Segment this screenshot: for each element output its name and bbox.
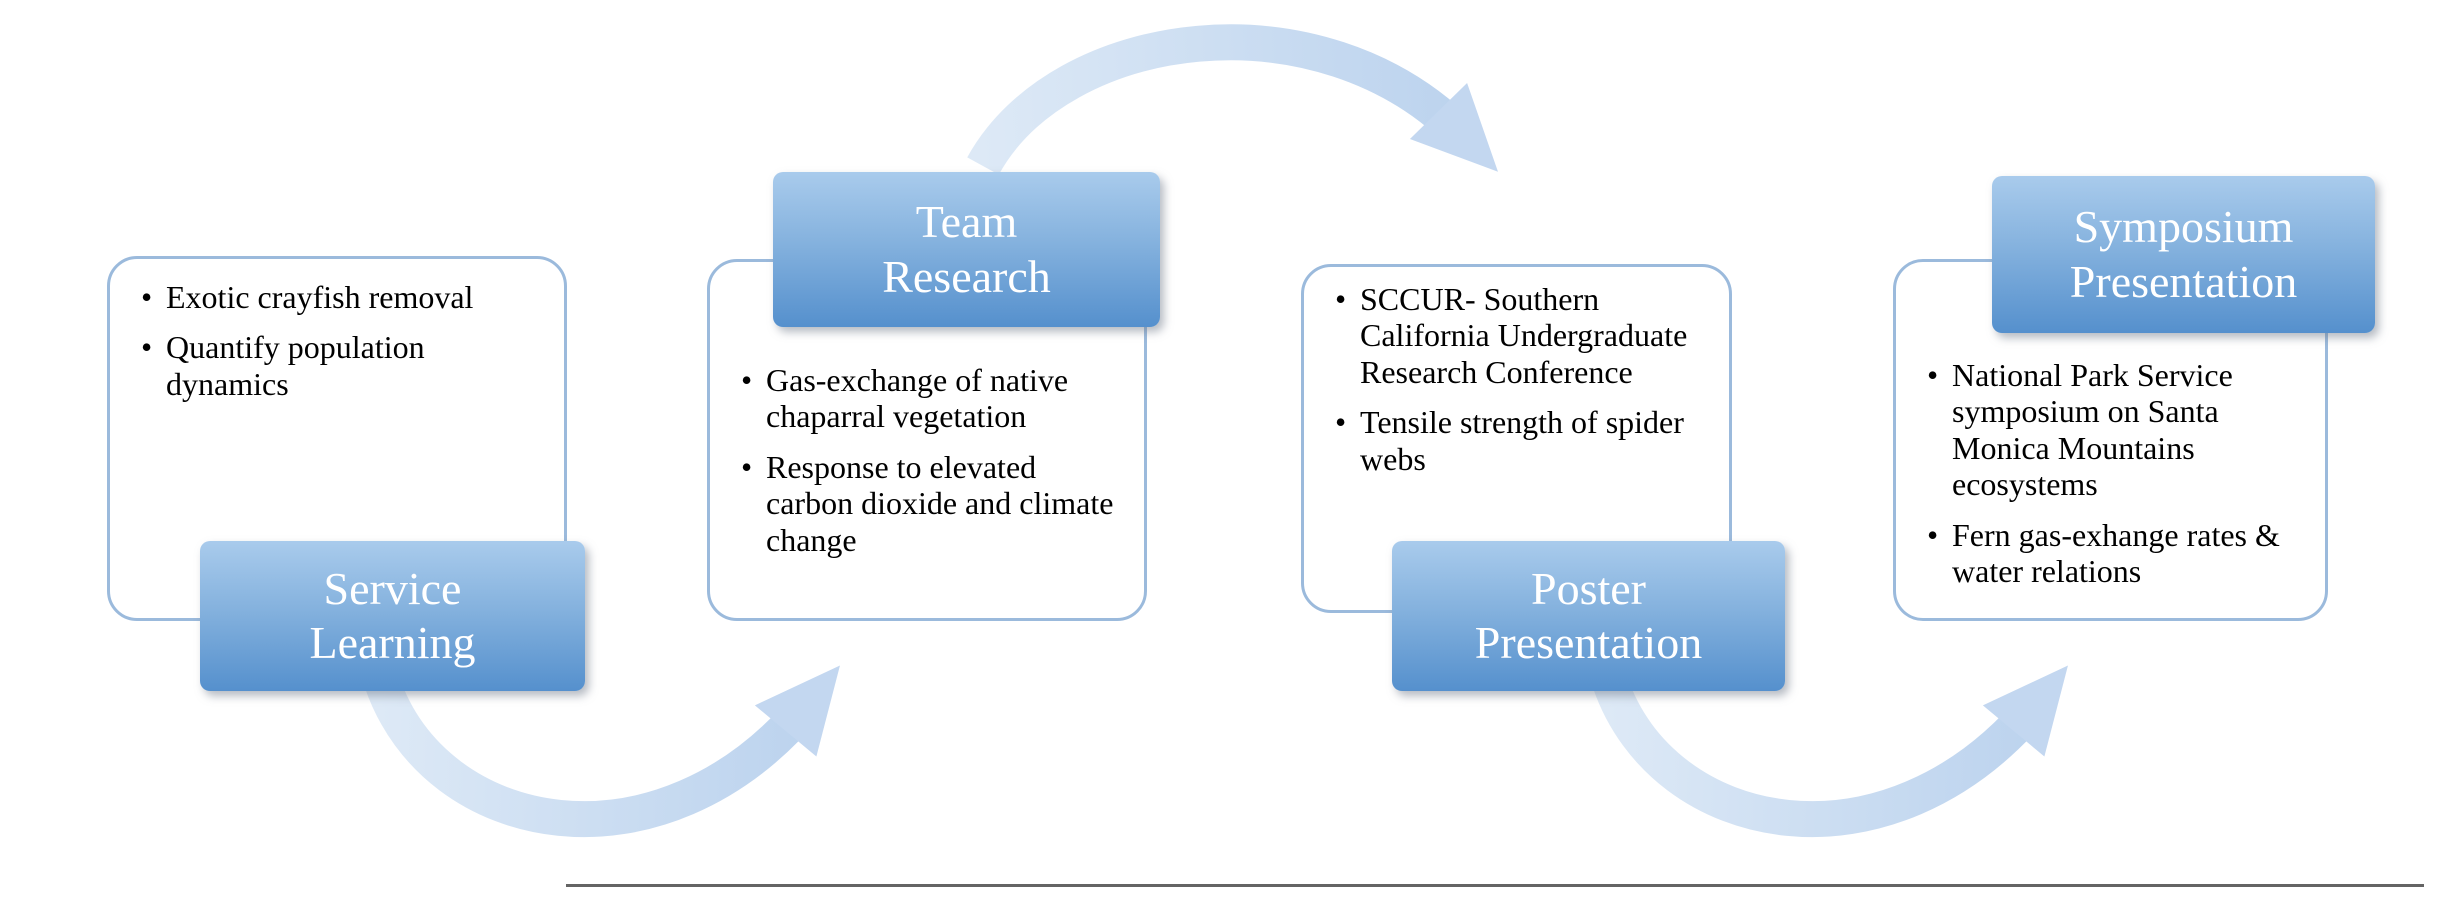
stage-label-team-research: Team Research: [773, 172, 1160, 327]
bullet-item: Quantify population dynamics: [136, 329, 540, 402]
curved-arrow-2: [967, 24, 1499, 176]
symposium-presentation-bullet-list: National Park Service symposium on Santa…: [1922, 357, 2305, 590]
bullet-item: National Park Service symposium on Santa…: [1922, 357, 2305, 503]
poster-presentation-bullet-list: SCCUR- Southern California Undergraduate…: [1330, 281, 1707, 477]
curved-arrow-1: [364, 665, 841, 838]
bullet-item: Fern gas-exhange rates & water relations: [1922, 517, 2305, 590]
team-research-bullet-list: Gas-exchange of native chaparral vegetat…: [736, 362, 1122, 558]
stage-card-service-learning: Exotic crayfish removal Quantify populat…: [107, 256, 567, 621]
bullet-item: Exotic crayfish removal: [136, 279, 540, 316]
stage-label-poster-presentation: Poster Presentation: [1392, 541, 1785, 691]
service-learning-bullet-list: Exotic crayfish removal Quantify populat…: [136, 279, 540, 402]
bullet-item: Tensile strength of spider webs: [1330, 404, 1707, 477]
bullet-item: SCCUR- Southern California Undergraduate…: [1330, 281, 1707, 390]
curved-arrow-3: [1592, 665, 2069, 838]
bullet-item: Gas-exchange of native chaparral vegetat…: [736, 362, 1122, 435]
stage-label-symposium-presentation: Symposium Presentation: [1992, 176, 2375, 333]
stage-label-service-learning: Service Learning: [200, 541, 585, 691]
bullet-item: Response to elevated carbon dioxide and …: [736, 449, 1122, 558]
bottom-edge-line: [566, 884, 2424, 887]
